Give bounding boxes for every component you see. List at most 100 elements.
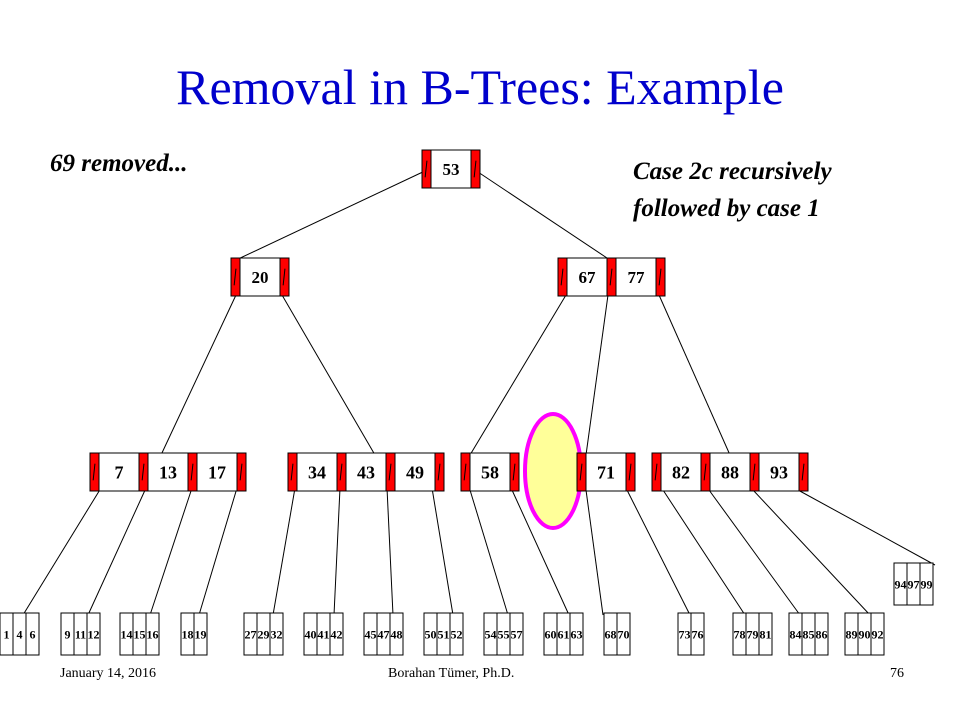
tree-edge	[797, 489, 936, 566]
key-cell	[690, 612, 705, 656]
tree-edge	[160, 294, 237, 456]
key-label: 11	[75, 627, 86, 641]
key-label: 50	[425, 627, 437, 641]
key-label: 6	[30, 627, 36, 641]
key-label: 79	[747, 627, 759, 641]
key-label: 68	[605, 627, 617, 641]
key-label: 32	[271, 627, 283, 641]
pointer-mark	[579, 463, 583, 481]
pointer-mark	[801, 463, 805, 481]
tree-edge	[235, 169, 428, 261]
key-label: 12	[88, 627, 100, 641]
key-label: 57	[511, 627, 523, 641]
pointer-mark	[190, 463, 194, 481]
page-number: 76	[890, 666, 904, 681]
key-cell	[239, 257, 281, 297]
key-cell	[509, 612, 524, 656]
key-label: 43	[357, 462, 375, 482]
key-label: 99	[921, 577, 933, 591]
tree-edge	[281, 294, 376, 456]
tree-edge	[149, 487, 193, 616]
tree-edge	[511, 489, 570, 616]
pointer-mark	[290, 463, 294, 481]
key-cell	[193, 612, 208, 656]
key-label: 20	[252, 268, 269, 287]
key-label: 61	[558, 627, 570, 641]
key-label: 92	[872, 627, 884, 641]
tree-edge	[752, 489, 871, 616]
key-cell	[269, 612, 284, 656]
tree-edge	[662, 489, 746, 616]
root-node: 53	[421, 149, 481, 189]
key-label: 93	[770, 462, 788, 482]
key-label: 90	[859, 627, 871, 641]
key-cell	[394, 452, 436, 492]
key-label: 81	[760, 627, 772, 641]
key-label: 45	[365, 627, 377, 641]
key-cell	[709, 452, 751, 492]
case-note-line-1: Case 2c recursively	[633, 158, 832, 185]
key-label: 58	[481, 462, 499, 482]
footer-date: January 14, 2016	[60, 666, 157, 681]
key-label: 52	[451, 627, 463, 641]
pointer-mark	[339, 463, 343, 481]
pointer-mark	[703, 463, 707, 481]
key-label: 15	[134, 627, 146, 641]
key-label: 94	[895, 577, 907, 591]
key-label: 53	[443, 160, 460, 179]
tree-edge	[474, 169, 611, 261]
key-label: 4	[17, 627, 23, 641]
key-label: 71	[597, 462, 615, 482]
pointer-mark	[473, 160, 477, 178]
tree-edge	[585, 294, 609, 456]
slide-title: Removal in B-Trees: Example	[176, 59, 784, 115]
internal-node-level-2: 71	[576, 452, 636, 492]
key-label: 51	[438, 627, 450, 641]
key-label: 16	[147, 627, 159, 641]
key-cell	[86, 612, 101, 656]
key-label: 86	[816, 627, 828, 641]
pointer-mark	[424, 160, 428, 178]
tree-edges	[22, 169, 936, 616]
tree-edge	[469, 489, 509, 616]
removed-node-highlight	[523, 412, 583, 530]
key-label: 17	[208, 462, 226, 482]
pointer-mark	[658, 268, 662, 286]
tree-edge	[469, 294, 567, 456]
key-cell	[615, 257, 657, 297]
tree-edge	[585, 489, 604, 616]
key-label: 27	[245, 627, 257, 641]
internal-node-level-1: 20	[230, 257, 290, 297]
pointer-mark	[654, 463, 658, 481]
key-label: 77	[628, 268, 646, 287]
pointer-mark	[463, 463, 467, 481]
key-label: 60	[545, 627, 557, 641]
key-label: 54	[485, 627, 497, 641]
key-label: 89	[846, 627, 858, 641]
key-label: 49	[406, 462, 424, 482]
footer-author: Borahan Tümer, Ph.D.	[388, 666, 515, 681]
tree-edge	[272, 487, 296, 616]
key-label: 78	[734, 627, 746, 641]
case-note-line-2: followed by case 1	[633, 195, 820, 222]
tree-edge	[333, 487, 341, 616]
key-cell	[389, 612, 404, 656]
key-label: 7	[115, 462, 124, 482]
key-label: 55	[498, 627, 510, 641]
key-cell	[296, 452, 338, 492]
pointer-mark	[560, 268, 564, 286]
tree-edge	[658, 294, 731, 456]
tree-edge	[626, 489, 691, 616]
pointer-mark	[512, 463, 516, 481]
